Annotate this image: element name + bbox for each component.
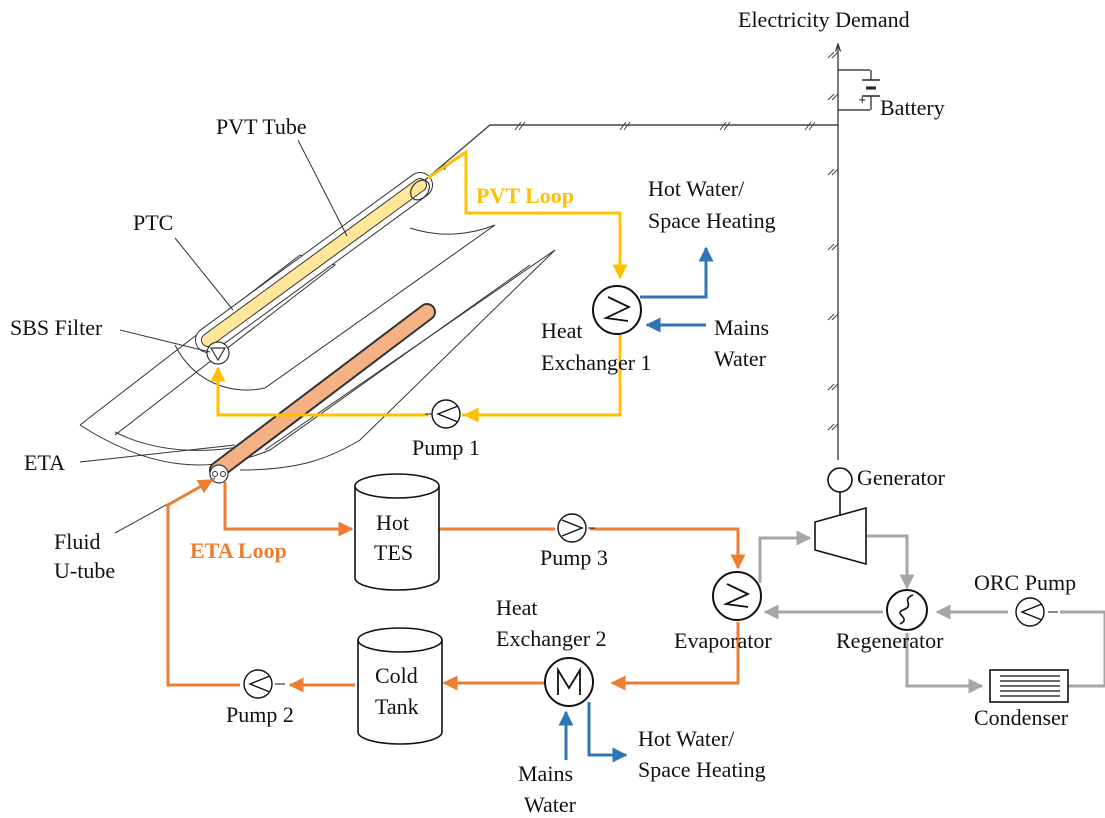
pvt-loop-pipes — [210, 149, 628, 423]
hot-water-bottom-label-2: Space Heating — [638, 757, 766, 782]
hot-tes-label-1: Hot — [376, 510, 409, 535]
hx2-label-2: Exchanger 2 — [496, 626, 607, 651]
pump-3-label: Pump 3 — [540, 545, 608, 570]
hx2-label-1: Heat — [496, 595, 538, 620]
pump-2-icon — [243, 669, 285, 699]
hx1-label-1: Heat — [541, 318, 583, 343]
hx1-label-2: Exchanger 1 — [541, 350, 652, 375]
evaporator-icon — [712, 571, 762, 621]
evaporator-label: Evaporator — [674, 628, 772, 653]
pvt-tube-label: PVT Tube — [216, 114, 307, 139]
hot-water-bottom-label-1: Hot Water/ — [638, 726, 735, 751]
hot-tes-tank-icon — [354, 473, 440, 591]
regenerator-label: Regenerator — [836, 628, 944, 653]
regenerator-icon — [886, 589, 928, 631]
cold-tank-icon — [357, 627, 443, 745]
hot-water-top-label-1: Hot Water/ — [648, 176, 745, 201]
cold-tank-label-1: Cold — [375, 663, 418, 688]
water-pipes — [558, 246, 714, 763]
heat-exchanger-2-icon — [544, 657, 594, 707]
eta-loop-label: ETA Loop — [190, 538, 287, 563]
fluid-utube-label-2: U-tube — [54, 558, 115, 583]
pvt-tube — [195, 172, 433, 365]
eta-label: ETA — [24, 450, 65, 475]
electricity-demand-label: Electricity Demand — [738, 7, 910, 32]
hot-tes-label-2: TES — [374, 540, 413, 565]
orc-pump-icon — [1015, 597, 1058, 627]
pvt-loop-label: PVT Loop — [476, 183, 574, 208]
pump-1-label: Pump 1 — [412, 435, 480, 460]
battery-icon: + — [858, 70, 880, 110]
mains-bottom-label-2: Water — [524, 792, 577, 817]
heat-exchanger-1-icon — [592, 285, 642, 335]
mains-top-label-2: Water — [714, 346, 767, 371]
pump-3-icon — [557, 513, 595, 543]
condenser-label: Condenser — [974, 705, 1069, 730]
eta-loop-pipes — [166, 478, 746, 693]
generator-icon — [827, 467, 853, 493]
orc-loop-pipes — [758, 530, 1105, 694]
generator-label: Generator — [857, 465, 946, 490]
leader-lines — [79, 139, 348, 534]
battery-label: Battery — [880, 95, 945, 120]
pump-1-icon — [425, 399, 461, 429]
orc-pump-label: ORC Pump — [974, 570, 1076, 595]
mains-bottom-label-1: Mains — [518, 761, 573, 786]
condenser-icon — [989, 669, 1069, 703]
sbs-filter-label: SBS Filter — [10, 315, 103, 340]
fluid-utube-label-1: Fluid — [54, 529, 100, 554]
turbine-icon — [814, 492, 867, 566]
svg-text:+: + — [858, 95, 866, 106]
mains-top-label-1: Mains — [714, 315, 769, 340]
eta-tube — [209, 303, 436, 484]
pump-2-label: Pump 2 — [226, 702, 294, 727]
hot-water-top-label-2: Space Heating — [648, 208, 776, 233]
cold-tank-label-2: Tank — [375, 694, 419, 719]
electric-wiring — [424, 44, 870, 460]
ptc-label: PTC — [133, 210, 173, 235]
